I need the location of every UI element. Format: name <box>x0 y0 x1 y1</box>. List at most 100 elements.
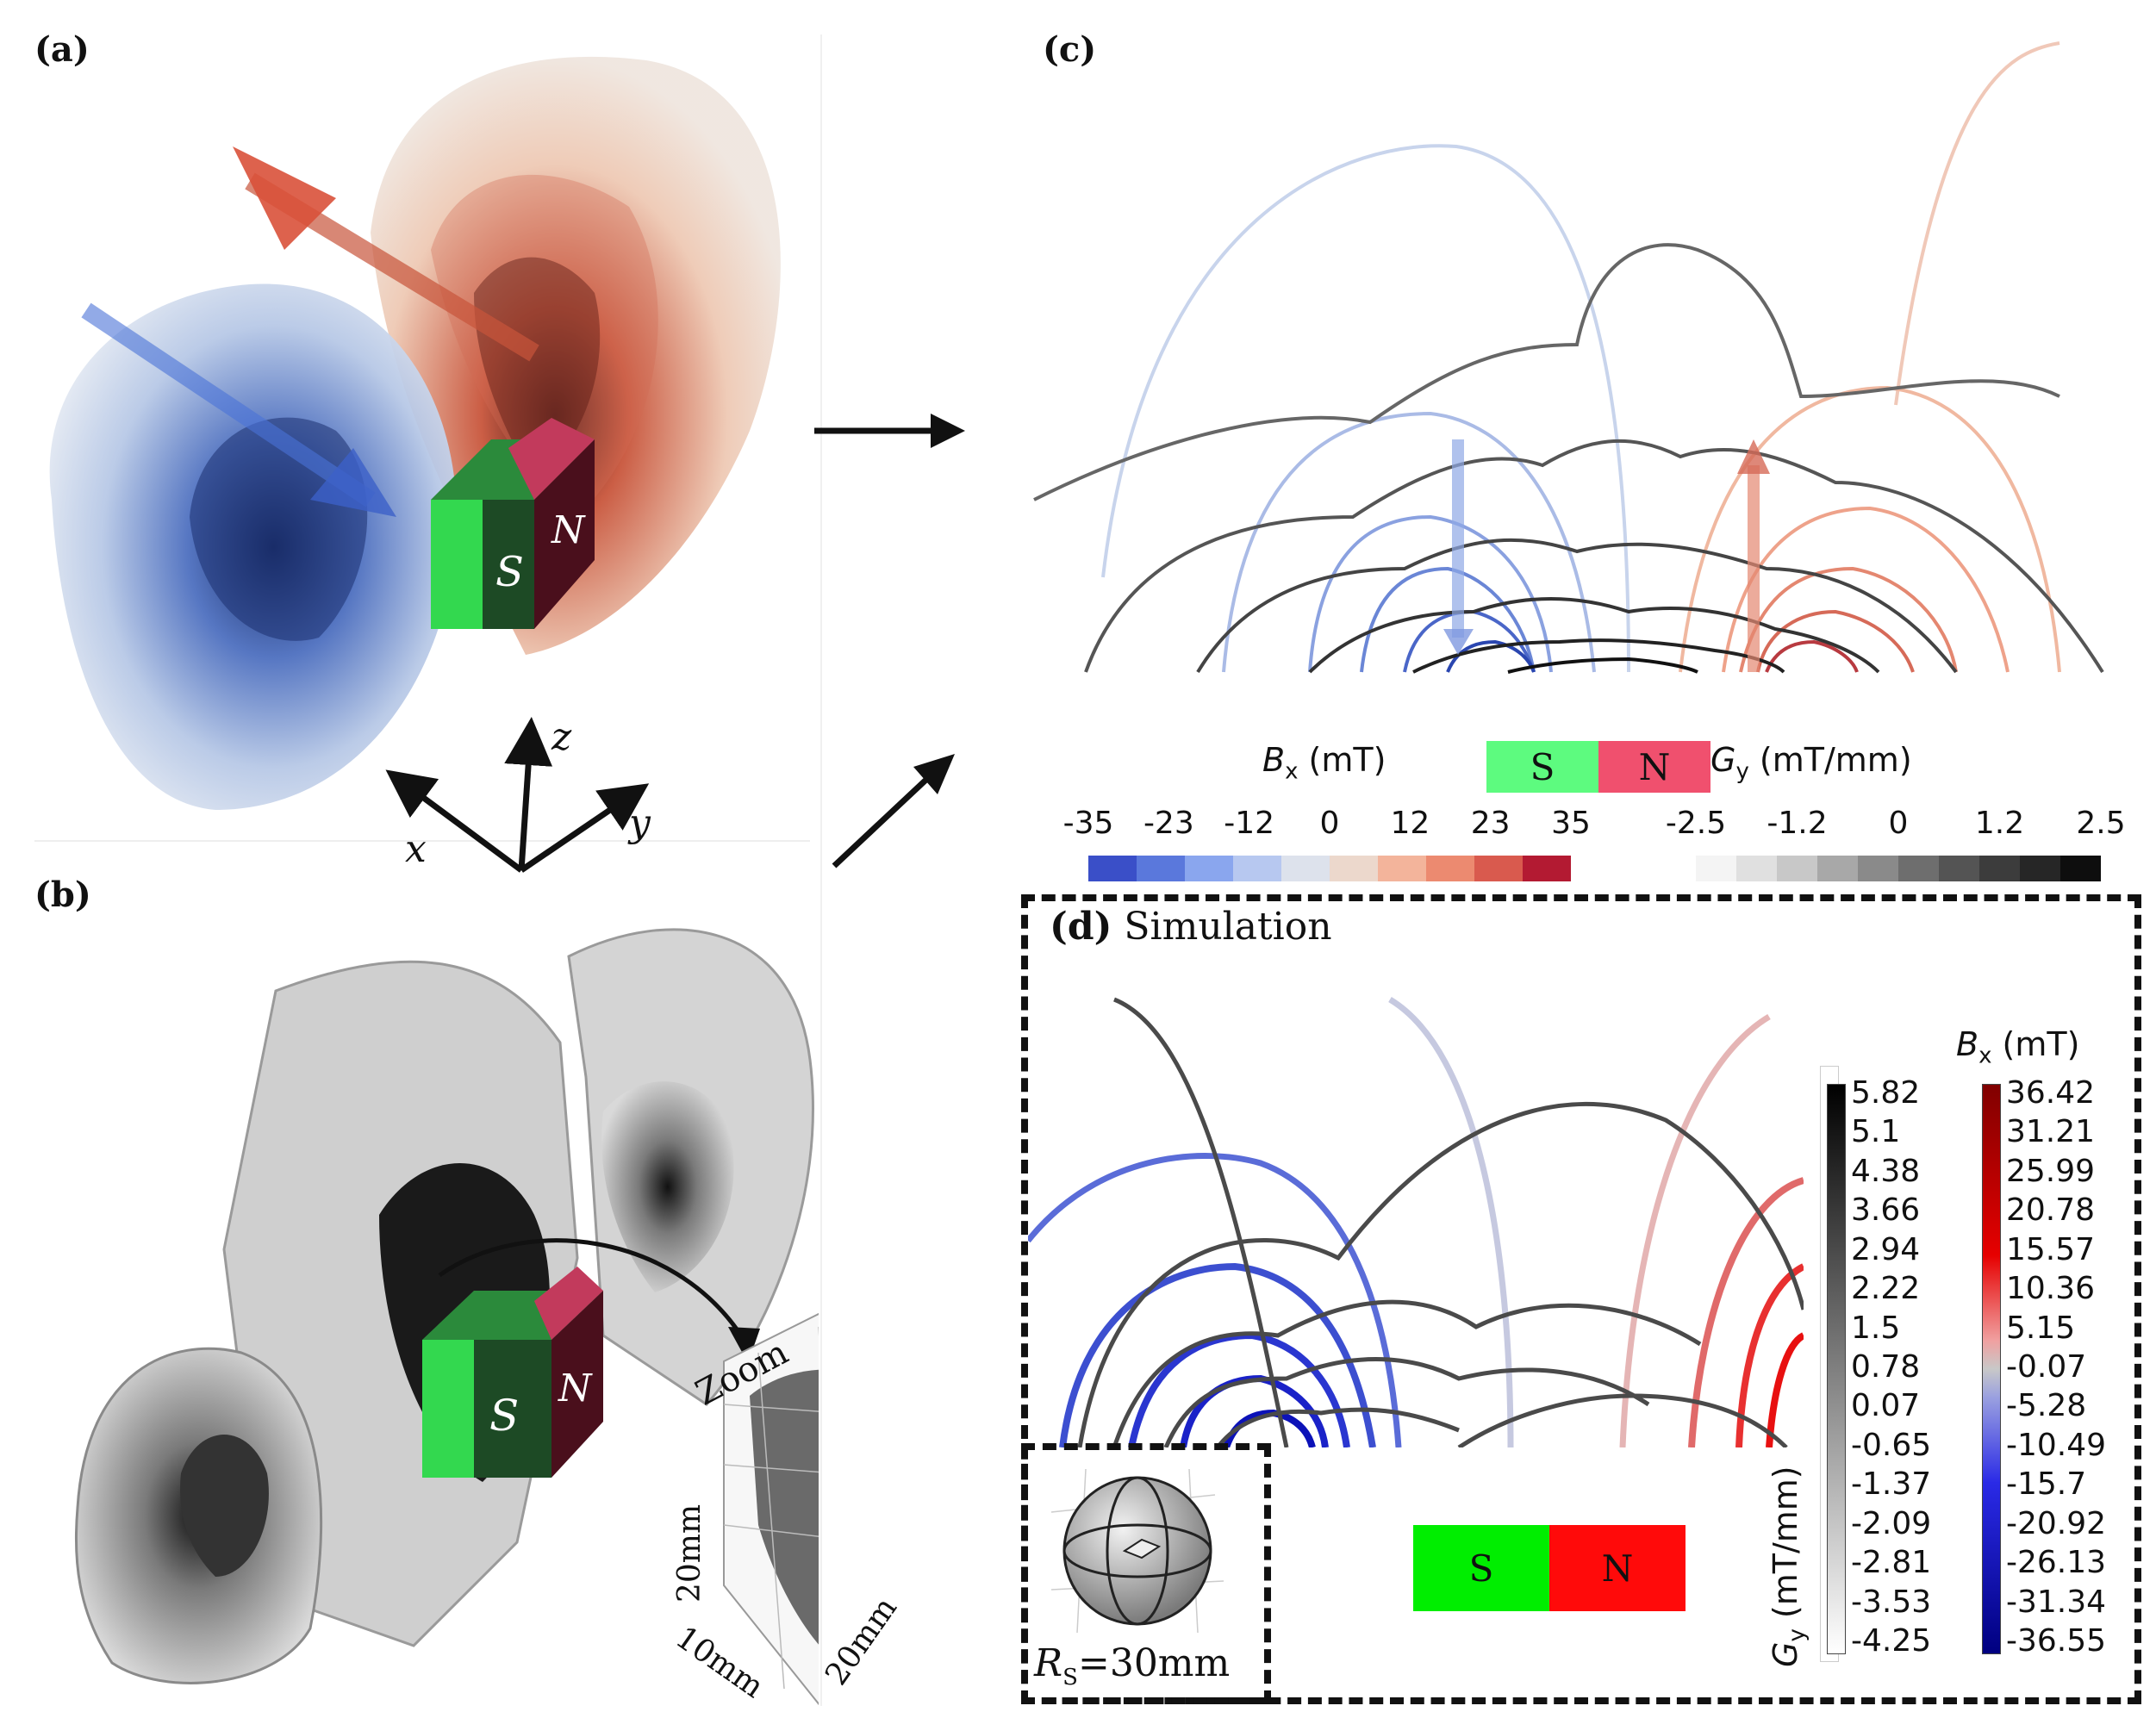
legend-magnet: S N <box>1486 741 1710 793</box>
colorbar-segment <box>2020 856 2060 881</box>
colorbar-segment <box>1696 856 1736 881</box>
colorbar-tick: 2.94 <box>1851 1231 1921 1267</box>
colorbar-tick: -10.49 <box>2006 1427 2107 1463</box>
bx-tick: -35 <box>1062 806 1114 841</box>
colorbar-segment <box>1777 856 1817 881</box>
gy-colorbar-title: Gy (mT/mm) <box>1710 741 1912 785</box>
zoom-dim-width: 20mm <box>819 1591 905 1692</box>
sim-magnet-north: N <box>1549 1525 1686 1611</box>
separator-line <box>820 34 822 1706</box>
up-arrow-icon <box>1737 439 1770 474</box>
arrow-up-right-icon <box>913 754 955 794</box>
colorbar-segment <box>1281 856 1330 881</box>
colorbar-tick: -0.07 <box>2006 1349 2087 1385</box>
colorbar-tick: 4.38 <box>1851 1153 1921 1189</box>
axis-z-label: z <box>551 715 572 759</box>
gy-tick: -2.5 <box>1665 806 1727 841</box>
colorbar-tick: -3.53 <box>1851 1584 1932 1620</box>
colorbar-segment <box>1939 856 1979 881</box>
colorbar-tick: -15.7 <box>2006 1466 2087 1503</box>
colorbar-tick: 25.99 <box>2006 1153 2096 1189</box>
magnet-south-face <box>431 500 483 629</box>
gy-tick: 2.5 <box>2076 806 2126 841</box>
colorbar-tick: -36.55 <box>2006 1623 2107 1659</box>
colorbar-tick: -4.25 <box>1851 1623 1932 1659</box>
colorbar-tick: 31.21 <box>2006 1114 2096 1150</box>
sim-gy-title: Gy (mT/mm) <box>1767 1466 1810 1667</box>
gy-tick: 1.2 <box>1974 806 2025 841</box>
axis-x-label: x <box>405 827 427 871</box>
separator-line <box>34 840 810 842</box>
colorbar-segment <box>1088 856 1137 881</box>
colorbar-tick: -1.37 <box>1851 1466 1932 1503</box>
bx-red-contours <box>1679 41 2061 673</box>
colorbar-tick: 1.5 <box>1851 1310 1901 1346</box>
colorbar-tick: -26.13 <box>2006 1545 2107 1581</box>
colorbar-tick: -20.92 <box>2006 1505 2107 1541</box>
colorbar-segment <box>1137 856 1185 881</box>
bx-colorbar <box>1088 856 1571 881</box>
bx-colorbar-title: Bx (mT) <box>1262 741 1386 785</box>
colorbar-tick: 0.78 <box>1851 1349 1921 1385</box>
blue-arrow-icon <box>310 448 396 517</box>
colorbar-tick: -31.34 <box>2006 1584 2107 1620</box>
magnet-s-text: S <box>495 548 524 596</box>
sim-bx-colorbar <box>1982 1084 2001 1654</box>
sim-magnet: S N <box>1413 1525 1686 1611</box>
bx-tick: 0 <box>1319 806 1340 841</box>
colorbar-tick: 10.36 <box>2006 1271 2096 1307</box>
colorbar-segment <box>1979 856 2020 881</box>
bx-colorbar-ticks: -35 -23 -12 0 12 23 35 <box>1063 806 1591 841</box>
panel-b-label: (b) <box>34 875 91 915</box>
bx-tick: -12 <box>1224 806 1275 841</box>
gy-colorbar <box>1696 856 2101 881</box>
colorbar-tick: 3.66 <box>1851 1192 1921 1229</box>
colorbar-tick: 20.78 <box>2006 1192 2096 1229</box>
colorbar-segment <box>1474 856 1523 881</box>
colorbar-segment <box>1898 856 1939 881</box>
colorbar-tick: 0.07 <box>1851 1388 1921 1424</box>
panel-c-label: (c) <box>1043 29 1097 70</box>
arrow-right-icon <box>931 414 965 448</box>
sphere-radius-label: RS=30mm <box>1034 1641 1231 1690</box>
colorbar-tick: -0.65 <box>1851 1427 1932 1463</box>
sphere-inset-frame <box>1021 1443 1271 1704</box>
gy-tick: 0 <box>1888 806 1909 841</box>
sim-gy-colorbar <box>1827 1084 1846 1654</box>
panel-b-figure: S N <box>74 928 819 1706</box>
colorbar-segment <box>1233 856 1281 881</box>
gy-tick: -1.2 <box>1767 806 1828 841</box>
svg-text:N: N <box>558 1366 593 1410</box>
gy-gray-contours <box>1033 243 2104 674</box>
colorbar-tick: -2.81 <box>1851 1545 1932 1581</box>
sphere-inset <box>1050 1468 1224 1634</box>
colorbar-segment <box>1523 856 1571 881</box>
red-arrow-icon <box>233 146 336 250</box>
zoom-dim-height: 20mm <box>672 1503 707 1603</box>
colorbar-tick: 2.22 <box>1851 1271 1921 1307</box>
colorbar-segment <box>1736 856 1777 881</box>
colorbar-segment <box>1378 856 1426 881</box>
panel-a-figure: S N <box>49 56 781 811</box>
bx-tick: 12 <box>1390 806 1430 841</box>
colorbar-tick: 15.57 <box>2006 1231 2096 1267</box>
bx-tick: 35 <box>1551 806 1591 841</box>
sim-bx-red-arcs <box>1619 1014 1804 1447</box>
connector-arrows <box>814 414 965 868</box>
zoom-arrow-icon <box>728 1327 760 1363</box>
colorbar-segment <box>1426 856 1474 881</box>
bx-tick: -23 <box>1143 806 1194 841</box>
colorbar-tick: 5.1 <box>1851 1114 1901 1150</box>
colorbar-tick: 36.42 <box>2006 1075 2096 1111</box>
legend-magnet-south: S <box>1486 741 1598 793</box>
colorbar-tick: -5.28 <box>2006 1388 2087 1424</box>
colorbar-segment <box>1185 856 1233 881</box>
colorbar-segment <box>1330 856 1378 881</box>
svg-text:S: S <box>489 1391 519 1441</box>
axis-y-label: y <box>629 801 651 845</box>
down-arrow-icon <box>1443 629 1474 655</box>
magnet-north-face <box>534 439 595 629</box>
colorbar-tick: -2.09 <box>1851 1505 1932 1541</box>
colorbar-segment <box>2060 856 2101 881</box>
